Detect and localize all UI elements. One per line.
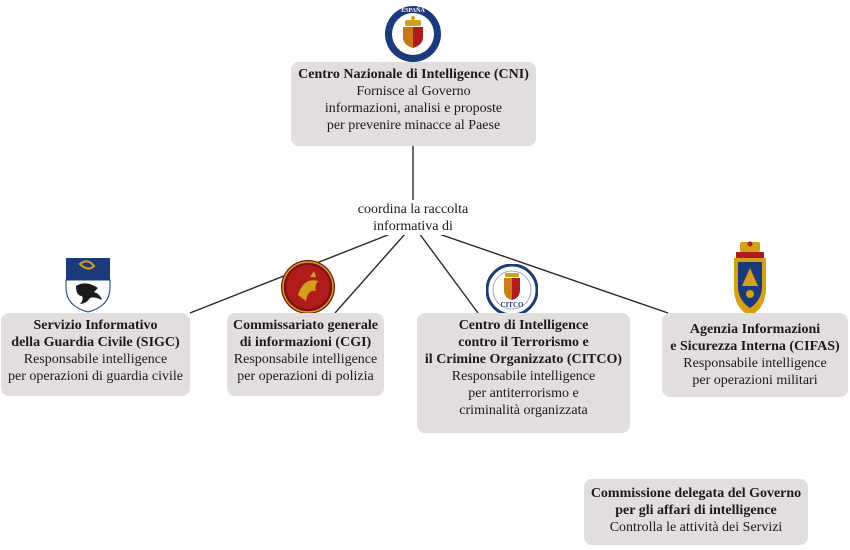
cni-seal-icon <box>385 6 441 62</box>
agency-title-line: e Sicurezza Interna (CIFAS) <box>670 339 840 354</box>
agency-desc-line: per operazioni militari <box>692 373 818 388</box>
agency-box-cgi: Commissariato generale di informazioni (… <box>227 313 384 396</box>
agency-title-line: Agenzia Informazioni <box>689 322 821 337</box>
connector-label-line: informativa di <box>373 219 453 234</box>
guardia-civil-eagle-icon <box>65 258 111 313</box>
agency-title-line: della Guardia Civile (SIGC) <box>11 335 180 350</box>
connector-line-cgi <box>334 224 414 314</box>
commission-box: Commissione delegata del Governo per gli… <box>584 479 808 545</box>
agency-desc-line: Responsabile intelligence <box>683 356 827 371</box>
agency-box-sigc: Servizio Informativo della Guardia Civil… <box>1 313 190 396</box>
police-intelligence-seal-icon <box>281 260 335 314</box>
connector-label: coordina la raccolta informativa di <box>348 201 478 235</box>
connector-label-line: coordina la raccolta <box>357 202 469 217</box>
commission-title-line: per gli affari di intelligence <box>615 503 777 518</box>
agency-desc-line: per operazioni di guardia civile <box>8 369 183 384</box>
cni-desc-line: per prevenire minacce al Paese <box>326 118 501 133</box>
agency-box-citco: Centro di Intelligence contro il Terrori… <box>417 313 630 433</box>
agency-box-cifas: Agenzia Informazioni e Sicurezza Interna… <box>662 313 848 397</box>
agency-title-line: Servizio Informativo <box>33 318 158 333</box>
cni-logo-text-top: ESPAÑA <box>401 8 425 14</box>
cni-desc-line: Fornisce al Governo <box>356 84 471 99</box>
commission-title-line: Commissione delegata del Governo <box>590 486 802 501</box>
agency-desc-line: Responsabile intelligence <box>23 352 168 367</box>
agency-desc-line: Responsabile intelligence <box>233 352 378 367</box>
agency-title-line: Commissariato generale <box>232 318 379 333</box>
connector-line-cifas <box>412 224 669 314</box>
agency-title-line: di informazioni (CGI) <box>239 335 372 350</box>
commission-desc-line: Controlla le attività dei Servizi <box>609 520 783 535</box>
agency-title-line: contro il Terrorismo e <box>458 335 589 350</box>
agency-desc-line: per operazioni di polizia <box>237 369 374 384</box>
cni-box: Centro Nazionale di Intelligence (CNI) F… <box>291 62 536 146</box>
cni-title: Centro Nazionale di Intelligence (CNI) <box>298 67 529 82</box>
agency-desc-line: Responsabile intelligence <box>451 369 596 384</box>
cni-desc-line: informazioni, analisi e proposte <box>324 101 503 116</box>
citco-logo-text: CITCO <box>500 301 524 309</box>
agency-desc-line: criminalità organizzata <box>459 403 588 418</box>
agency-title-line: Centro di Intelligence <box>458 318 589 333</box>
agency-desc-line: per antiterrorismo e <box>468 386 579 401</box>
connector-line-citco <box>412 224 479 314</box>
cifas-crest-icon <box>734 241 766 316</box>
agency-title-line: il Crimine Organizzato (CITCO) <box>424 352 623 367</box>
